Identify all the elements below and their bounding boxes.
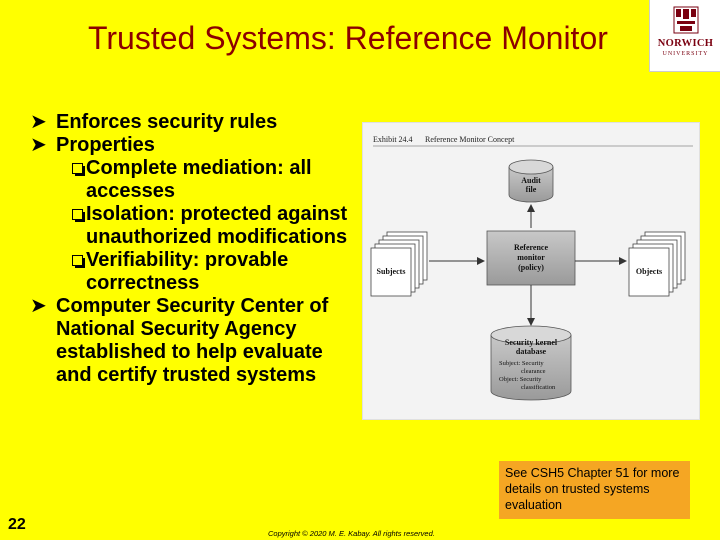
norwich-seal-icon xyxy=(673,6,699,34)
audit-file-label: Audit xyxy=(521,176,541,185)
square-bullet-icon xyxy=(72,255,85,268)
slide-title: Trusted Systems: Reference Monitor xyxy=(88,20,608,56)
monitor-label: Reference xyxy=(514,243,549,252)
arrow-bullet-icon: ➤ xyxy=(30,295,47,317)
bullet-item: ➤ Computer Security Center of National S… xyxy=(30,295,360,387)
database-text: classification xyxy=(521,384,556,391)
security-kernel-database-cylinder: Security kernel database Subject: Securi… xyxy=(490,325,572,401)
sub-bullet-text: Verifiability: provable correctness xyxy=(86,249,289,294)
arrow-bullet-icon: ➤ xyxy=(30,134,47,156)
reference-monitor-diagram: Exhibit 24.4 Reference Monitor Concept A… xyxy=(362,122,700,420)
database-text: Subject: Security xyxy=(499,360,544,367)
arrow-bullet-icon: ➤ xyxy=(30,111,47,133)
square-bullet-icon xyxy=(72,209,85,222)
diagram-canvas: Exhibit 24.4 Reference Monitor Concept A… xyxy=(370,135,693,401)
reference-note: See CSH5 Chapter 51 for more details on … xyxy=(499,461,690,519)
square-bullet-icon xyxy=(72,163,85,176)
sub-bullet-text: Isolation: protected against unauthorize… xyxy=(86,203,348,248)
objects-label: Objects xyxy=(636,267,662,276)
objects-stack: Objects xyxy=(628,231,686,297)
sub-bullet-item: Verifiability: provable correctness xyxy=(60,249,360,295)
audit-file-cylinder: Audit file xyxy=(508,159,554,203)
bullet-text: Enforces security rules xyxy=(56,111,278,133)
sub-bullet-item: Complete mediation: all accesses xyxy=(60,157,360,203)
audit-file-label: file xyxy=(526,185,537,194)
university-logo: NORWICH UNIVERSITY xyxy=(649,0,720,72)
bullet-item: ➤ Properties xyxy=(30,134,360,157)
bullet-text: Properties xyxy=(56,134,155,156)
sub-bullet-item: Isolation: protected against unauthorize… xyxy=(60,203,360,249)
subjects-stack: Subjects xyxy=(370,231,428,297)
database-text: clearance xyxy=(521,368,546,375)
exhibit-label: Exhibit 24.4 xyxy=(373,135,413,144)
page-number: 22 xyxy=(8,516,26,533)
bullet-item: ➤ Enforces security rules xyxy=(30,111,360,134)
monitor-label: monitor xyxy=(517,253,545,262)
sub-bullet-text: Complete mediation: all accesses xyxy=(86,157,312,202)
subjects-label: Subjects xyxy=(377,267,406,276)
logo-subtitle: UNIVERSITY xyxy=(662,51,709,57)
monitor-label: (policy) xyxy=(518,263,544,272)
database-title: Security kernel xyxy=(505,338,558,347)
database-text: Object: Security xyxy=(499,376,542,383)
reference-monitor-box: Reference monitor (policy) xyxy=(486,230,576,286)
database-title: database xyxy=(516,347,547,356)
figure-caption: Reference Monitor Concept xyxy=(425,135,515,144)
bullet-list: ➤ Enforces security rules ➤ Properties C… xyxy=(30,111,360,387)
logo-name: NORWICH xyxy=(657,38,714,49)
bullet-text: Computer Security Center of National Sec… xyxy=(56,295,329,386)
copyright-notice: Copyright © 2020 M. E. Kabay. All rights… xyxy=(268,529,435,538)
